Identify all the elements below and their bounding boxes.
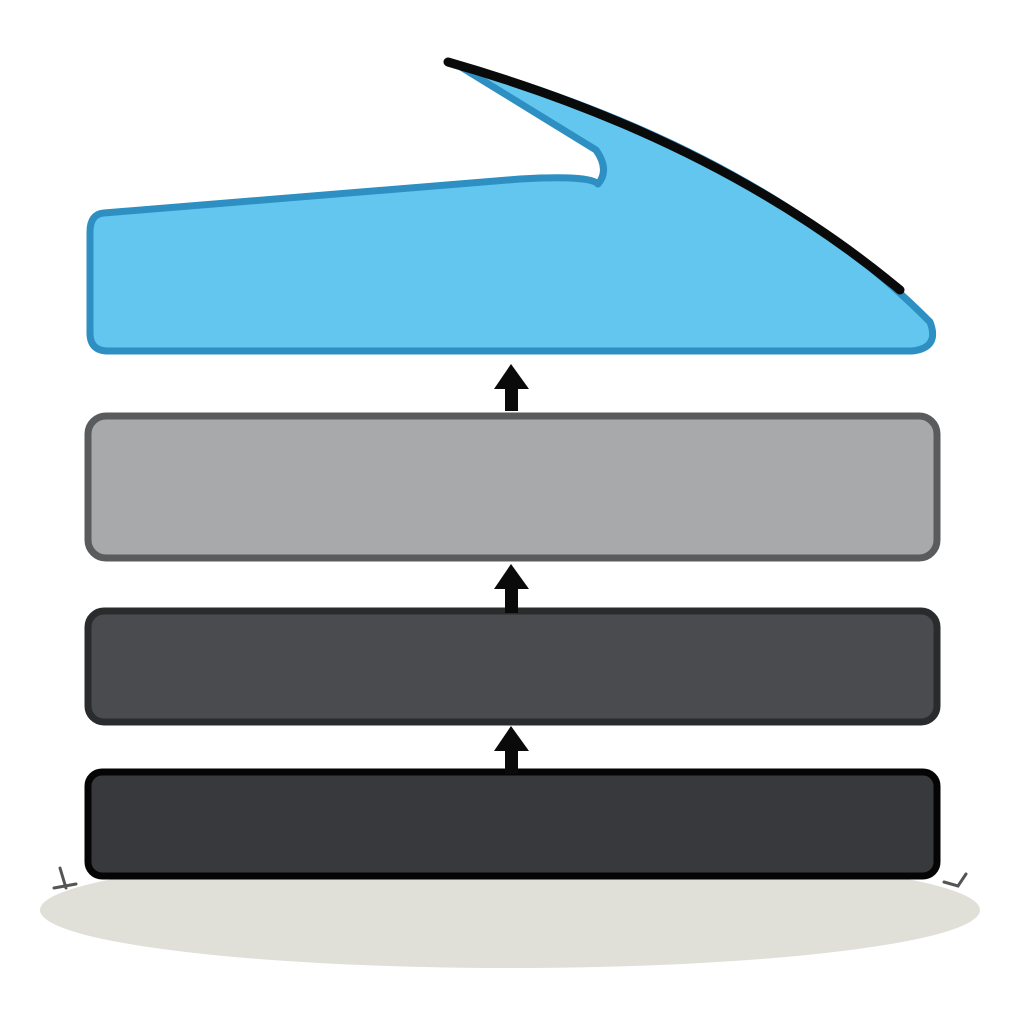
arrow-up-icon [494,364,529,411]
light-grey-layer [84,412,941,562]
ground-tick-left [52,866,78,890]
base-layer [84,768,941,880]
dark-grey-layer [84,607,941,726]
top-layer-edge-stroke [443,57,905,295]
ground-shadow [40,852,980,968]
top-shaped-layer [86,60,937,355]
arrow-up-icon [494,726,529,774]
arrow-up-icon [494,564,529,613]
ground-tick-right [942,872,968,888]
